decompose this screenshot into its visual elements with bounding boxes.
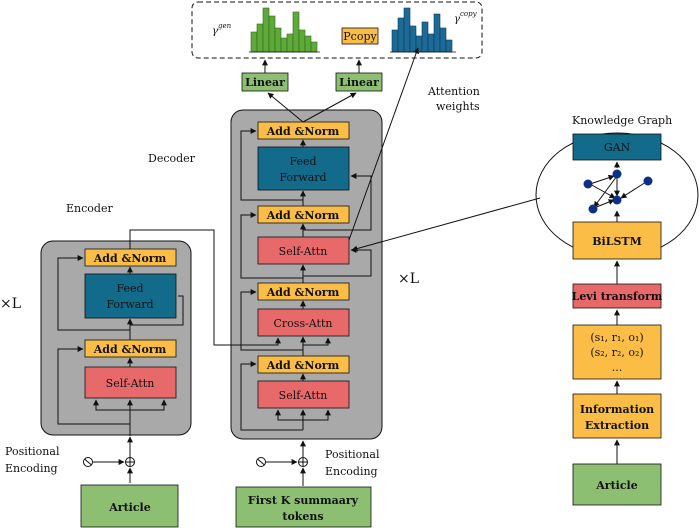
- attention-weights-label-2: weights: [436, 100, 480, 113]
- decoder-ff-label-1: Feed: [289, 155, 316, 168]
- decoder-feed-forward: [257, 146, 350, 191]
- gan-label: GAN: [604, 141, 631, 154]
- decoder-add-norm-4-label: Add &Norm: [266, 359, 340, 372]
- pos-enc-right-1: Positional: [325, 448, 380, 461]
- decoder-arrows: [240, 92, 372, 431]
- info-label-2: Extraction: [585, 419, 649, 432]
- triples-box: [572, 324, 662, 380]
- encoder-arrows: [57, 229, 281, 436]
- decoder-label: Decoder: [148, 152, 196, 165]
- kg-arrows: [351, 161, 620, 464]
- decoder-self-attn-top-label: Self-Attn: [279, 245, 328, 258]
- decoder-xl-label: ×L: [398, 271, 419, 287]
- linear-left-label: Linear: [245, 76, 285, 89]
- gan-box: [572, 133, 662, 161]
- triple-1-label: (s₁, r₁, o₁): [590, 331, 643, 344]
- pos-enc-right-2: Encoding: [325, 465, 378, 478]
- encoder-add-norm-bottom-label: Add &Norm: [93, 343, 167, 356]
- linear-right-label: Linear: [339, 76, 379, 89]
- encoder-ff-label-2: Forward: [106, 298, 153, 311]
- pos-enc-left-1: Positional: [5, 445, 60, 458]
- decoder-add-norm-3-label: Add &Norm: [266, 286, 340, 299]
- encoder-add-norm-top-label: Add &Norm: [93, 252, 167, 265]
- decoder-add-norm-2-label: Add &Norm: [266, 209, 340, 222]
- first-k-label-2: tokens: [282, 510, 323, 523]
- y-copy-label: γcopy: [454, 10, 478, 25]
- encoder-label: Encoder: [66, 202, 113, 215]
- copy-distribution-bars: [391, 7, 453, 53]
- knowledge-graph-label: Knowledge Graph: [572, 114, 672, 127]
- encoder-self-attn-label: Self-Attn: [106, 377, 155, 390]
- article-left-box: [80, 484, 179, 528]
- pcopy-box: [341, 27, 379, 45]
- decoder-self-attn-top: [257, 236, 350, 265]
- decoder-add-norm-top-label: Add &Norm: [266, 125, 340, 138]
- first-k-box: [235, 486, 372, 528]
- decoder-self-attn-bottom-label: Self-Attn: [279, 389, 328, 402]
- output-dashed-box: [191, 1, 483, 59]
- triple-2-label: (s₂, r₂, o₂): [590, 346, 643, 359]
- encoder-feed-forward: [84, 273, 177, 319]
- levi-label: Levi transform: [572, 290, 663, 303]
- pcopy-label: Pcopy: [343, 30, 377, 43]
- pos-enc-left-icons: [83, 436, 135, 483]
- pos-enc-right-icons: [256, 440, 308, 486]
- encoder-self-attn: [84, 366, 177, 399]
- encoder-xl-label: ×L: [0, 296, 21, 312]
- info-extraction-box: [572, 393, 662, 439]
- decoder-ff-label-2: Forward: [279, 171, 326, 184]
- y-gen-label: γgen: [212, 22, 232, 37]
- triple-3-label: ...: [612, 361, 623, 374]
- article-right-label: Article: [595, 479, 637, 492]
- article-left-label: Article: [108, 501, 150, 514]
- kg-graph-nodes: [583, 169, 653, 214]
- bilstm-box: [572, 221, 662, 260]
- encoder-container: [40, 240, 192, 436]
- first-k-label-1: First K summaary: [248, 494, 359, 507]
- bilstm-label: BiLSTM: [592, 235, 642, 248]
- decoder-self-attn-bottom: [257, 380, 350, 409]
- decoder-cross-attn: [257, 308, 350, 337]
- attention-weights-arrow: [348, 47, 419, 241]
- pos-enc-left-2: Encoding: [5, 462, 58, 475]
- info-label-1: Information: [580, 403, 654, 416]
- attention-weights-label-1: Attention: [427, 85, 480, 98]
- encoder-ff-label-1: Feed: [116, 282, 143, 295]
- decoder-cross-attn-label: Cross-Attn: [274, 317, 333, 330]
- gen-distribution-bars: [250, 7, 318, 53]
